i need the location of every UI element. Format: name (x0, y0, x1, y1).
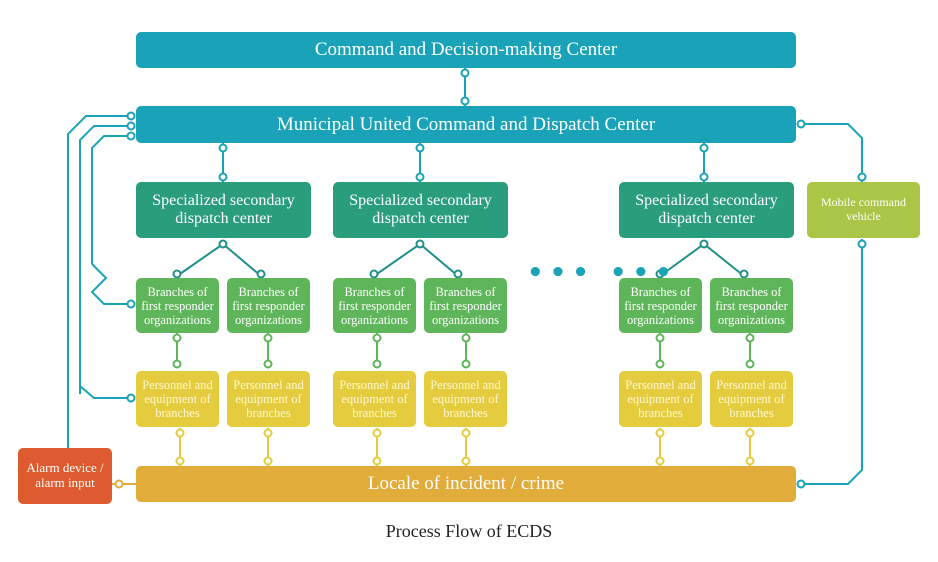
municipal-dispatch-center: Municipal United Command and Dispatch Ce… (136, 106, 796, 143)
personnel-box: Personnel and equipment of branches (710, 371, 793, 427)
personnel-box: Personnel and equipment of branches (424, 371, 507, 427)
personnel-box: Personnel and equipment of branches (136, 371, 219, 427)
branch-box: Branches of first responder organization… (424, 278, 507, 333)
secondary-dispatch-center: Specialized secondary dispatch center (136, 182, 311, 238)
secondary-dispatch-center: Specialized secondary dispatch center (619, 182, 794, 238)
branch-box: Branches of first responder organization… (227, 278, 310, 333)
personnel-box: Personnel and equipment of branches (227, 371, 310, 427)
branch-box: Branches of first responder organization… (333, 278, 416, 333)
ellipsis-dots: ••• ••• (527, 258, 678, 288)
secondary-dispatch-center: Specialized secondary dispatch center (333, 182, 508, 238)
branch-box: Branches of first responder organization… (710, 278, 793, 333)
command-decision-center: Command and Decision-making Center (136, 32, 796, 68)
diagram-caption: Process Flow of ECDS (385, 521, 553, 541)
personnel-box: Personnel and equipment of branches (619, 371, 702, 427)
alarm-device-box: Alarm device / alarm input (18, 448, 112, 504)
branch-box: Branches of first responder organization… (619, 278, 702, 333)
mobile-command-vehicle: Mobile command vehicle (807, 182, 920, 238)
personnel-box: Personnel and equipment of branches (333, 371, 416, 427)
branch-box: Branches of first responder organization… (136, 278, 219, 333)
locale-of-incident: Locale of incident / crime (136, 466, 796, 502)
